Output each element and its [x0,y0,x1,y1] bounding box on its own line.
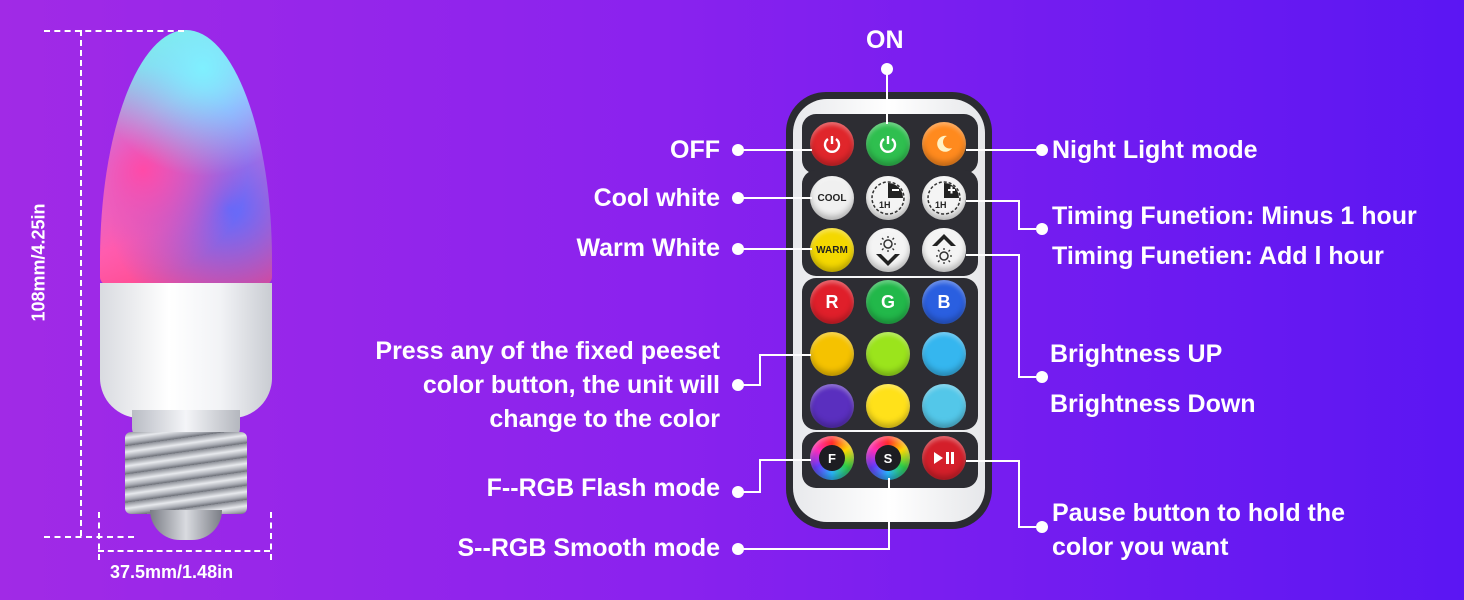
timer-plus-text: 1H [935,200,947,210]
timing-add-label: Timing Funetien: Add l hour [1052,242,1384,270]
timer-minus-text: 1H [879,200,891,210]
flash-mode-label: F--RGB Flash mode [486,474,720,502]
cool-button-label: COOL [817,192,847,204]
on-button[interactable] [866,122,910,166]
height-label: 108mm/4.25in [28,203,49,322]
smooth-mode-label: S--RGB Smooth mode [457,534,721,562]
preset-line-a [738,384,760,386]
bulb-thread [125,432,247,514]
brightness-line-a [966,254,1020,256]
height-dim-bottom-line [44,536,134,538]
timer-minus-button[interactable]: 1H [866,176,910,220]
power-icon [823,136,841,153]
on-label: ON [866,26,904,54]
brightness-down-button[interactable] [866,228,910,272]
pause-line-1-text: Pause button to hold the [1052,499,1346,527]
width-dim-line [98,550,270,552]
preset-line-1: Press any of the fixed peeset [375,337,720,365]
cyan-button[interactable] [922,384,966,428]
brightness-down-icon [876,236,900,266]
width-dim-right-line [270,512,272,560]
preset-line-2: color button, the unit will [422,371,720,399]
on-line [886,68,888,124]
height-dim-top-line [44,30,184,32]
flash-line-a [738,491,760,493]
smooth-line-a [738,548,890,550]
pause-dot [1036,521,1048,533]
pause-line-a [966,460,1020,462]
red-button-label: R [825,291,839,312]
warm-white-button[interactable]: WARM [810,228,854,272]
pause-line-2-text: color you want [1052,533,1229,561]
pause-description: Pause button to hold the color you want [1052,496,1345,564]
smooth-button-label: S [875,445,901,471]
width-label: 37.5mm/1.48in [110,562,234,582]
width-dim-left-line [98,512,100,560]
night-light-label: Night Light mode [1052,136,1258,164]
timing-line-a [966,200,1020,202]
play-pause-icon [934,452,954,464]
off-label: OFF [670,136,720,164]
timer-minus-icon: 1H [871,181,905,215]
cool-white-line [738,197,812,199]
brightness-line-c [1018,376,1036,378]
lime-button[interactable] [866,332,910,376]
yellow-button[interactable] [866,384,910,428]
night-light-button[interactable] [922,122,966,166]
off-line [738,149,812,151]
pause-button[interactable] [922,436,966,480]
brightness-up-label: Brightness UP [1050,340,1223,368]
cool-white-button[interactable]: COOL [810,176,854,220]
green-button-label: G [880,291,895,312]
green-button[interactable]: G [866,280,910,324]
pause-line-b [1018,460,1020,528]
preset-line-3: change to the color [489,405,720,433]
bulb-glass [100,30,272,285]
smooth-line-b [888,478,890,550]
brightness-up-button[interactable] [922,228,966,272]
timing-dot [1036,223,1048,235]
preset-line-c [759,354,811,356]
brightness-up-icon [932,234,956,264]
blue-button-label: B [937,291,951,312]
moon-icon [937,135,952,152]
preset-line-b [759,354,761,386]
brightness-down-label: Brightness Down [1050,390,1256,418]
smooth-mode-button[interactable]: S [866,436,910,480]
warm-button-label: WARM [816,244,848,256]
pause-line-c [1018,526,1036,528]
cool-white-label: Cool white [593,184,720,212]
flash-button-label: F [819,445,845,471]
bulb-body [100,283,272,418]
timing-line-c [1018,228,1036,230]
red-button[interactable]: R [810,280,854,324]
power-icon [879,136,897,153]
brightness-line-b [1018,254,1020,378]
warm-white-label: Warm White [576,234,720,262]
night-light-dot [1036,144,1048,156]
timing-line-b [1018,200,1020,230]
amber-button[interactable] [810,332,854,376]
sky-blue-button[interactable] [922,332,966,376]
warm-white-line [738,248,812,250]
night-light-line [966,149,1036,151]
timer-plus-icon: 1H [927,181,961,215]
bulb-tip [150,510,222,540]
timing-minus-label: Timing Funetion: Minus 1 hour [1052,202,1417,230]
flash-mode-button[interactable]: F [810,436,854,480]
timer-plus-button[interactable]: 1H [922,176,966,220]
height-dim-line [80,30,82,536]
blue-button[interactable]: B [922,280,966,324]
off-button[interactable] [810,122,854,166]
flash-line-c [759,459,811,461]
preset-color-description: Press any of the fixed peeset color butt… [300,334,720,436]
purple-button[interactable] [810,384,854,428]
brightness-dot [1036,371,1048,383]
flash-line-b [759,459,761,493]
